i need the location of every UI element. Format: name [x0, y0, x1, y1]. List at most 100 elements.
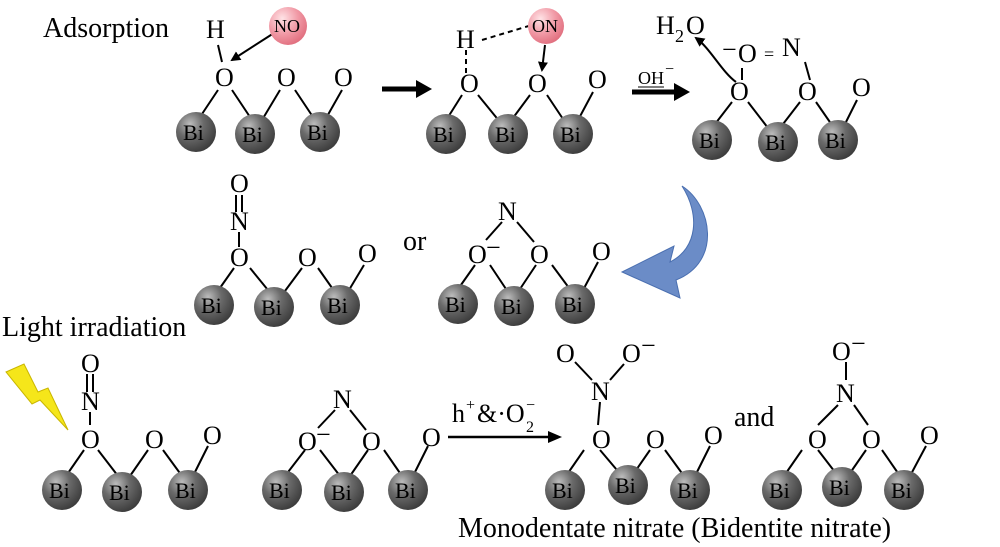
bi-label: Bi	[825, 128, 846, 153]
oxygen-atom: O	[230, 243, 249, 272]
bi-label: Bi	[765, 130, 786, 155]
charge-minus: −	[641, 331, 656, 360]
curved-arrow	[620, 185, 708, 299]
superoxide-charge: −	[526, 397, 535, 414]
charge-minus: −	[851, 329, 866, 358]
bi-label: Bi	[242, 122, 263, 147]
caption-label: Monodentate nitrate (Bidentite nitrate)	[458, 513, 891, 544]
nitrogen-atom: N	[836, 379, 855, 408]
oxygen-atom: O	[622, 339, 641, 368]
oxygen-atom: O	[646, 425, 665, 454]
hydrogen-atom: H	[206, 15, 225, 44]
and-label: and	[734, 402, 774, 433]
water-h: H	[656, 11, 675, 40]
bi-label: Bi	[445, 292, 466, 317]
hydroxide-charge: −	[665, 61, 674, 78]
oxygen-atom: O	[738, 39, 757, 68]
bi-label: Bi	[552, 478, 573, 503]
bi-spheres	[42, 112, 924, 512]
bi-label: Bi	[183, 120, 204, 145]
or-label: or	[403, 226, 427, 257]
oxygen-atom: O	[832, 337, 851, 366]
bi-label: Bi	[501, 294, 522, 319]
oxygen-atom: O	[215, 63, 234, 92]
charge-minus: −	[486, 233, 501, 262]
bi-label: Bi	[109, 480, 130, 505]
bi-label: Bi	[769, 478, 790, 503]
bi-label: Bi	[261, 295, 282, 320]
double-bond-sign: =	[764, 44, 774, 64]
reaction-arrow-2-head	[674, 83, 690, 101]
oxygen-atom: O	[862, 425, 881, 454]
oxygen-atom: O	[556, 339, 575, 368]
bi-label: Bi	[560, 122, 581, 147]
hydroxide-label: OH	[638, 68, 664, 88]
oxygen-atom: O	[588, 65, 607, 94]
oxygen-atom: O	[592, 425, 611, 454]
oxygen-atom: O	[730, 77, 749, 106]
oxygen-atom: O	[298, 427, 317, 456]
lightning-bolt-icon	[5, 363, 69, 431]
on-molecule-sphere	[528, 8, 564, 44]
oxygen-atom: O	[277, 63, 296, 92]
bi-label: Bi	[49, 478, 70, 503]
bi-label: Bi	[201, 293, 222, 318]
bi-label: Bi	[395, 478, 416, 503]
nitrogen-atom: N	[333, 385, 352, 414]
water-o: O	[686, 11, 705, 40]
oxygen-atom: O	[298, 243, 317, 272]
bi-label: Bi	[433, 122, 454, 147]
bi-label: Bi	[269, 478, 290, 503]
water-subscript: 2	[675, 26, 684, 46]
oxygen-atom: O	[358, 239, 377, 268]
bi-label: Bi	[699, 128, 720, 153]
reagent-labels: OH − h + &·O 2 −	[452, 61, 674, 436]
bi-label: Bi	[495, 122, 516, 147]
atom-symbols: H NO O O O H ON O O O H 2 O − O = N O O …	[81, 11, 939, 456]
oxygen-atom: O	[334, 63, 353, 92]
reaction-arrow-3-head	[548, 431, 562, 443]
light-irradiation-label: Light irradiation	[2, 312, 186, 343]
oxygen-atom: O	[528, 69, 547, 98]
nitrogen-atom: N	[782, 33, 801, 62]
bi-label: Bi	[327, 293, 348, 318]
oxygen-atom: O	[468, 240, 487, 269]
oxygen-atom: O	[203, 421, 222, 450]
charge-minus: −	[722, 35, 737, 64]
nitrogen-atom: N	[230, 207, 249, 236]
bi-label: Bi	[307, 120, 328, 145]
no-molecule-label: NO	[274, 16, 300, 36]
charge-minus: −	[316, 420, 331, 449]
bi-label: Bi	[175, 478, 196, 503]
reaction-arrow-1-head	[416, 80, 432, 98]
bi-label: Bi	[615, 473, 636, 498]
oxygen-atom: O	[852, 73, 871, 102]
oxygen-atom: O	[362, 427, 381, 456]
oxygen-atom: O	[808, 425, 827, 454]
bi-label: Bi	[891, 478, 912, 503]
oxygen-atom: O	[704, 421, 723, 450]
hole-charge: +	[466, 397, 475, 414]
no-molecule-sphere	[269, 7, 307, 45]
oxygen-atom: O	[230, 169, 249, 198]
nitrogen-atom: N	[498, 197, 517, 226]
hole-label: h	[452, 399, 465, 428]
oxygen-atom: O	[530, 240, 549, 269]
reaction-arrows	[382, 80, 708, 443]
oxygen-atom: O	[920, 421, 939, 450]
hydrogen-atom: H	[456, 25, 475, 54]
superoxide-label: &·O	[477, 399, 525, 428]
nitrogen-atom: N	[81, 387, 100, 416]
oxygen-atom: O	[145, 425, 164, 454]
oxygen-atom: O	[460, 69, 479, 98]
nitrogen-atom: N	[591, 377, 610, 406]
oxygen-atom: O	[798, 77, 817, 106]
bi-labels: Bi Bi Bi Bi Bi Bi Bi Bi Bi Bi Bi Bi Bi B…	[49, 120, 912, 505]
oxygen-atom: O	[81, 425, 100, 454]
oxygen-atom: O	[592, 237, 611, 266]
bi-label: Bi	[829, 475, 850, 500]
bi-label: Bi	[677, 478, 698, 503]
oxygen-atom: O	[81, 349, 100, 378]
superoxide-subscript: 2	[526, 419, 534, 436]
